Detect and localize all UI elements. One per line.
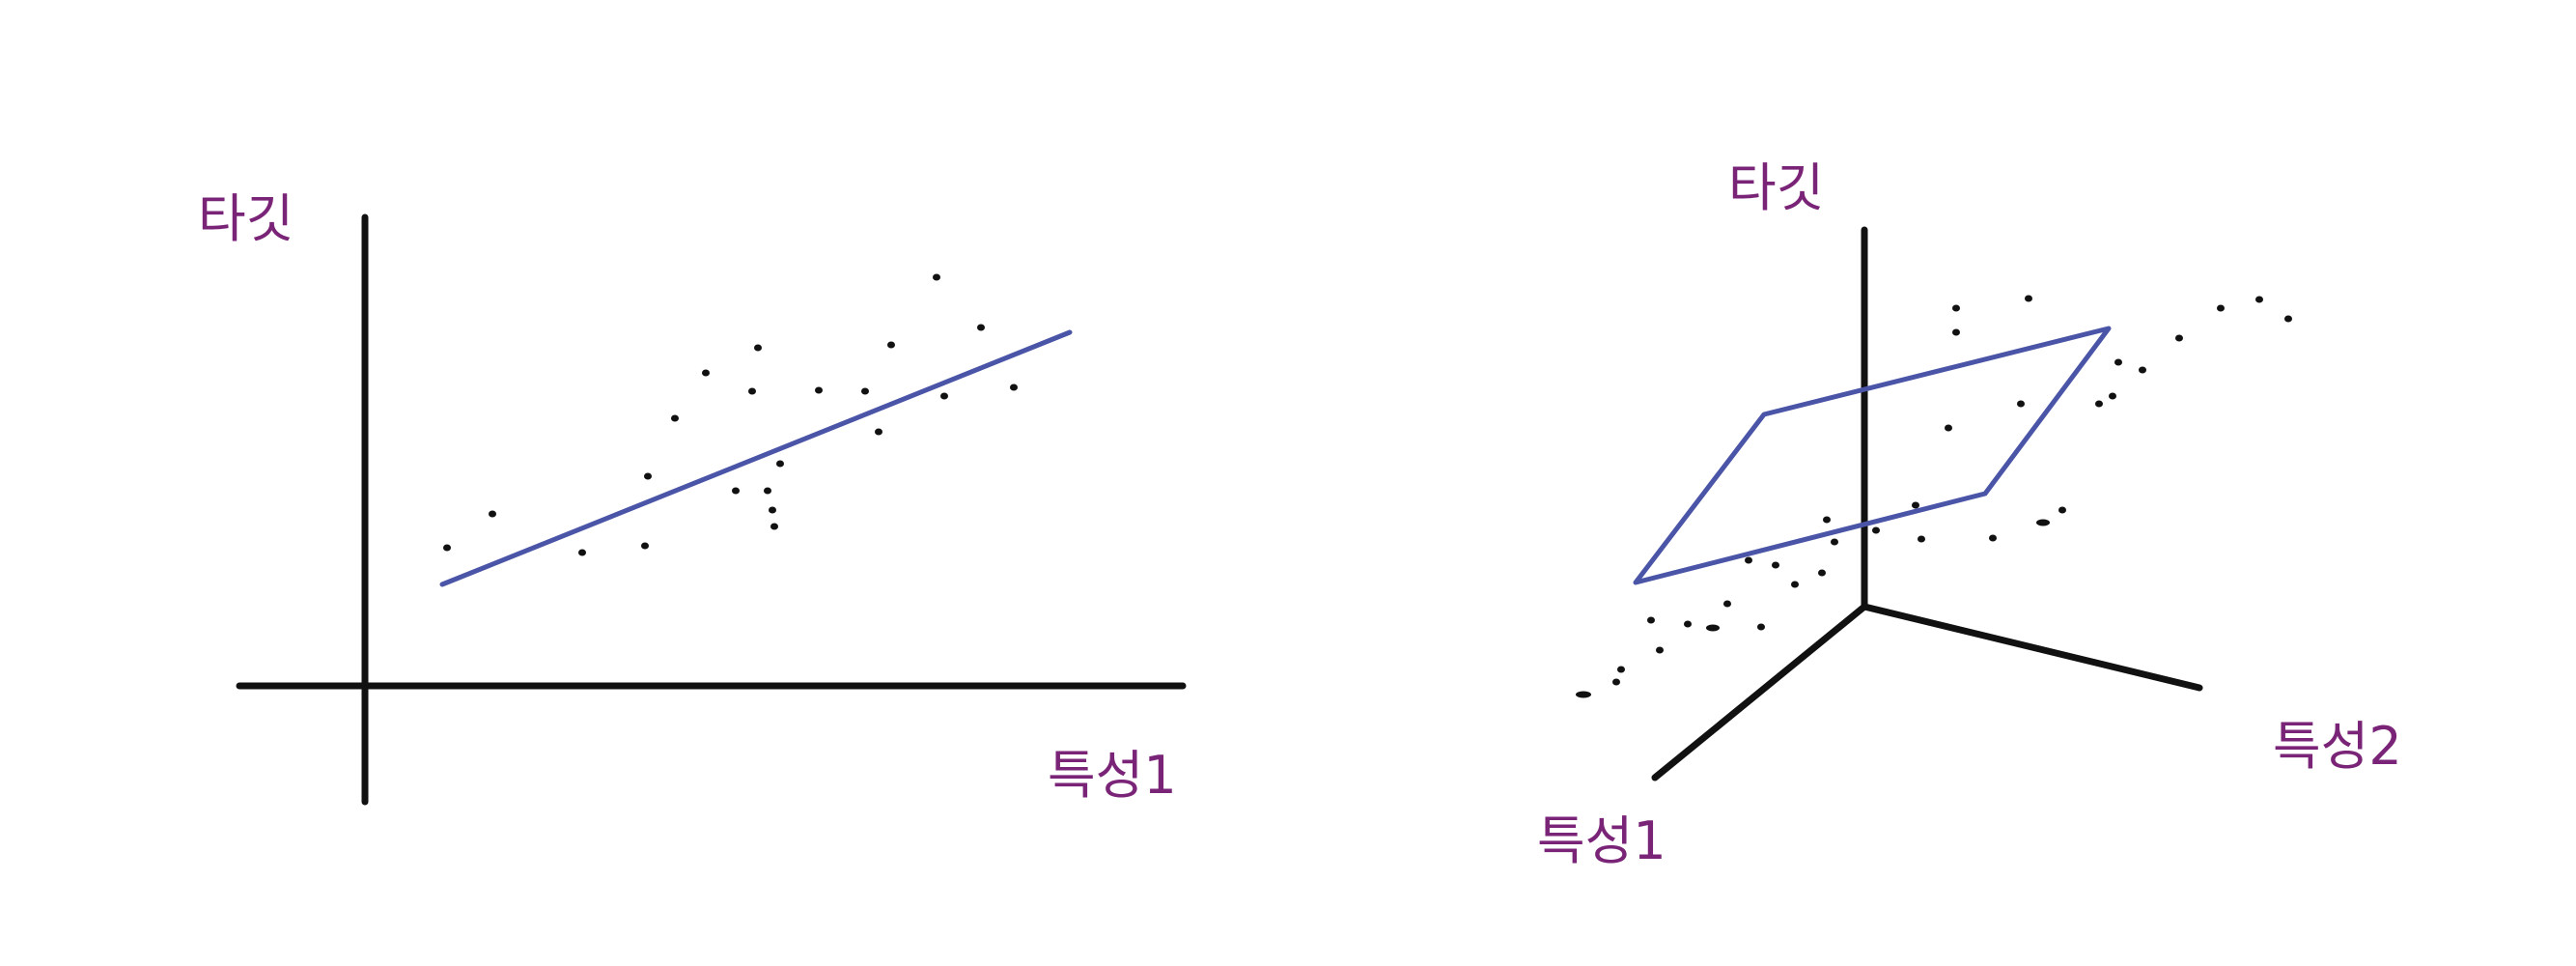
left-point [1010,384,1018,391]
left-point [861,387,869,395]
right-point [1757,623,1765,631]
left-point [769,506,776,514]
right-feature1-label: 특성1 [1537,810,1666,871]
right-point [1576,691,1591,698]
right-feature2-label: 특성2 [2273,716,2402,777]
right-point [1684,620,1692,628]
left-point [770,523,778,530]
right-point [1818,569,1826,577]
left-x-axis-label: 특성1 [1048,745,1177,806]
left-point [489,510,496,518]
right-point [1791,581,1799,588]
left-point [933,273,940,281]
right-point [1612,678,1620,686]
right-point [2139,366,2146,374]
left-point [815,386,823,394]
right-point [1723,600,1731,608]
left-point [940,392,948,400]
left-point [977,324,985,331]
right-data-points [1576,295,2292,698]
right-axis-feature1 [1651,603,1868,781]
left-point [644,472,652,480]
right-regression-plane [1633,326,2112,585]
right-point [1823,516,1831,524]
left-point [875,428,882,436]
right-point [1647,616,1655,624]
right-point [1952,328,1960,336]
left-point [443,544,451,552]
left-point [748,387,756,395]
right-point [2058,506,2066,514]
left-point [776,460,784,468]
right-point [1772,561,1779,569]
right-point [2175,334,2183,342]
right-point [1989,534,1997,542]
left-point [764,487,771,495]
left-point [887,341,895,349]
right-point [1617,666,1625,673]
right-point [2025,295,2032,302]
right-point [2109,392,2116,400]
left-point [754,344,762,352]
right-point [2095,400,2103,408]
right-point [2255,296,2263,303]
right-z-axis-label: 타깃 [1728,157,1825,218]
left-point [702,369,710,377]
right-point [2114,358,2122,366]
left-y-axis-label: 타깃 [198,188,294,249]
right-point [1918,535,1925,543]
right-point [1656,646,1664,654]
right-point [1745,556,1752,564]
right-point [1872,526,1880,534]
left-point [671,414,679,422]
left-data-points [443,273,1018,556]
right-point [1945,424,1952,432]
right-point [1706,624,1720,632]
left-plot-svg [236,213,1187,806]
left-panel-2d-regression: 타깃 특성1 [198,188,1187,806]
right-axis-feature2 [1861,603,2203,692]
right-point [1952,304,1960,312]
right-point [1912,501,1919,509]
right-plot-svg [1576,226,2292,781]
right-point [1831,538,1838,546]
right-point [2217,304,2225,312]
right-point [2284,315,2292,323]
right-point [2036,519,2050,526]
left-point [578,549,586,556]
left-point [641,542,649,550]
right-point [2017,400,2025,408]
left-regression-line [439,329,1073,587]
right-panel-3d-regression: 타깃 특성1 특성2 [1288,0,2576,966]
left-point [732,487,740,495]
